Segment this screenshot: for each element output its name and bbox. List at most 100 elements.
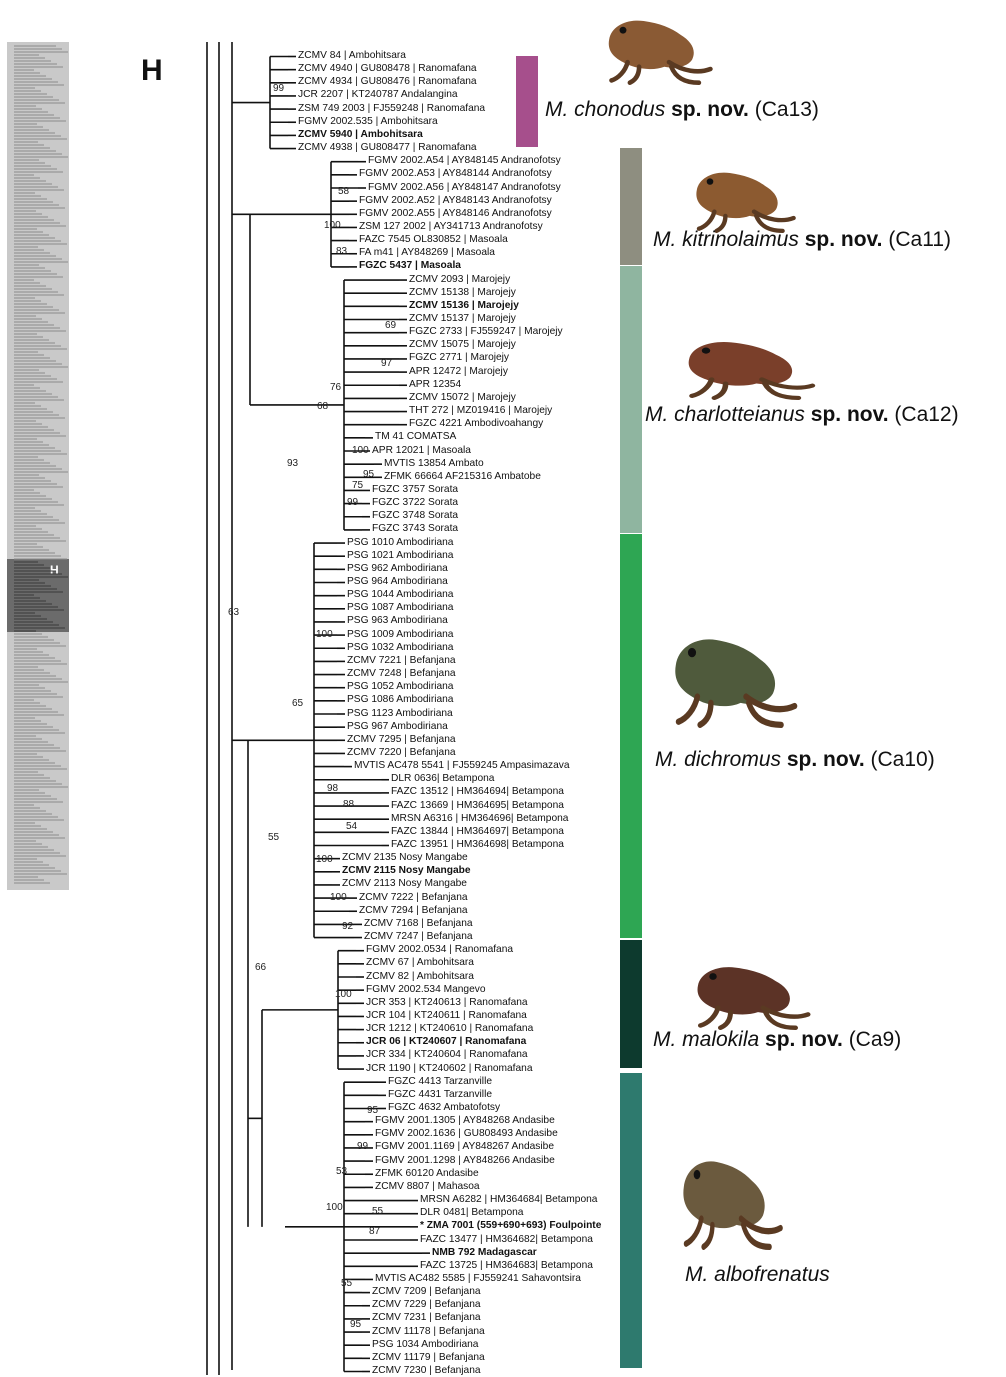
tip-label: FA m41 | AY848269 | Masoala bbox=[359, 247, 495, 259]
support-value: 100 bbox=[352, 445, 369, 456]
tip-label: ZCMV 7222 | Befanjana bbox=[359, 892, 468, 904]
support-value: 83 bbox=[336, 246, 347, 257]
support-value: 99 bbox=[357, 1141, 368, 1152]
clade-color-bar bbox=[620, 148, 642, 265]
species-label: M. albofrenatus bbox=[685, 1263, 830, 1287]
support-value: 55 bbox=[268, 832, 279, 843]
tip-label: FGMV 2002.A53 | AY848144 Andranofotsy bbox=[359, 168, 552, 180]
tip-label: ZCMV 7231 | Befanjana bbox=[372, 1312, 481, 1324]
tip-label: ZCMV 82 | Ambohitsara bbox=[366, 971, 474, 983]
tip-label: ZCMV 7247 | Befanjana bbox=[364, 931, 473, 943]
support-value: 65 bbox=[292, 698, 303, 709]
support-value: 66 bbox=[255, 962, 266, 973]
tip-label: DLR 0481| Betampona bbox=[420, 1207, 523, 1219]
frog-photo-icon bbox=[683, 1161, 780, 1246]
species-name: M. dichromus bbox=[655, 748, 781, 771]
tip-label: PSG 1010 Ambodiriana bbox=[347, 537, 453, 549]
tip-label: PSG 1087 Ambodiriana bbox=[347, 602, 453, 614]
tip-label: JCR 1190 | KT240602 | Ranomafana bbox=[366, 1063, 533, 1075]
species-name: M. charlotteianus bbox=[645, 403, 805, 426]
support-value: 95 bbox=[350, 1319, 361, 1330]
tip-label: FAZC 13477 | HM364682| Betampona bbox=[420, 1234, 593, 1246]
species-nov-marker: sp. nov. bbox=[811, 403, 889, 426]
tip-label: ZCMV 7168 | Befanjana bbox=[364, 918, 473, 930]
tip-label: ZCMV 2135 Nosy Mangabe bbox=[342, 852, 468, 864]
tip-label: ZCMV 15072 | Marojejy bbox=[409, 392, 516, 404]
support-value: 68 bbox=[317, 401, 328, 412]
tip-label: ZCMV 2113 Nosy Mangabe bbox=[342, 878, 467, 890]
tip-label: ZCMV 5940 | Ambohitsara bbox=[298, 129, 423, 141]
species-name: M. malokila bbox=[653, 1028, 759, 1051]
tip-label: DLR 0636| Betampona bbox=[391, 773, 494, 785]
tip-label: FAZC 13669 | HM364695| Betampona bbox=[391, 800, 564, 812]
tip-label: MVTIS AC482 5585 | FJ559241 Sahavontsira bbox=[375, 1273, 581, 1285]
tip-label: ZCMV 15138 | Marojejy bbox=[409, 287, 516, 299]
tip-label: FGMV 2002.A54 | AY848145 Andranofotsy bbox=[368, 155, 561, 167]
tip-label: FAZC 13512 | HM364694| Betampona bbox=[391, 786, 564, 798]
tip-label: FGZC 4221 Ambodivoahangy bbox=[409, 418, 543, 430]
tip-label: ZCMV 4938 | GU808477 | Ranomafana bbox=[298, 142, 477, 154]
clade-color-bar bbox=[620, 534, 642, 938]
tip-label: ZCMV 7248 | Befanjana bbox=[347, 668, 456, 680]
tip-label: FGMV 2002.A56 | AY848147 Andranofotsy bbox=[368, 182, 561, 194]
tip-label: FGMV 2002.0534 | Ranomafana bbox=[366, 944, 513, 956]
support-value: 99 bbox=[273, 83, 284, 94]
clade-color-bar bbox=[516, 56, 538, 147]
tip-label: APR 12021 | Masoala bbox=[372, 445, 471, 457]
tip-label: ZCMV 15136 | Marojejy bbox=[409, 300, 519, 312]
tip-label: JCR 334 | KT240604 | Ranomafana bbox=[366, 1049, 528, 1061]
support-value: 100 bbox=[316, 854, 333, 865]
tip-label: FGZC 5437 | Masoala bbox=[359, 260, 461, 272]
tip-label: PSG 1052 Ambodiriana bbox=[347, 681, 453, 693]
species-name: M. albofrenatus bbox=[685, 1263, 830, 1286]
tip-label: PSG 1044 Ambodiriana bbox=[347, 589, 453, 601]
species-label: M. malokila sp. nov. (Ca9) bbox=[653, 1028, 901, 1052]
species-nov-marker: sp. nov. bbox=[671, 98, 749, 121]
support-value: 55 bbox=[372, 1206, 383, 1217]
support-value: 95 bbox=[367, 1105, 378, 1116]
tip-label: JCR 2207 | KT240787 Andalangina bbox=[298, 89, 458, 101]
support-value: 93 bbox=[287, 458, 298, 469]
species-label: M. dichromus sp. nov. (Ca10) bbox=[655, 748, 935, 772]
clade-code: (Ca9) bbox=[849, 1028, 902, 1051]
clade-code: (Ca11) bbox=[888, 228, 951, 251]
tip-label: ZCMV 4934 | GU808476 | Ranomafana bbox=[298, 76, 477, 88]
tip-label: PSG 1086 Ambodiriana bbox=[347, 694, 453, 706]
species-name: M. chonodus bbox=[545, 98, 665, 121]
tip-label: ZCMV 11178 | Befanjana bbox=[372, 1326, 485, 1338]
tip-label: ZCMV 67 | Ambohitsara bbox=[366, 957, 474, 969]
tip-label: * ZMA 7001 (559+690+693) Foulpointe bbox=[420, 1220, 601, 1232]
tip-label: ZCMV 7295 | Befanjana bbox=[347, 734, 456, 746]
support-value: 87 bbox=[369, 1226, 380, 1237]
tip-label: FGMV 2001.1305 | AY848268 Andasibe bbox=[375, 1115, 555, 1127]
support-value: 97 bbox=[381, 358, 392, 369]
tip-label: PSG 1123 Ambodiriana bbox=[347, 708, 453, 720]
frog-photo-icon bbox=[675, 639, 794, 724]
tip-label: ZSM 749 2003 | FJ559248 | Ranomafana bbox=[298, 103, 485, 115]
tip-label: FGZC 2771 | Marojejy bbox=[409, 352, 509, 364]
tip-label: JCR 1212 | KT240610 | Ranomafana bbox=[366, 1023, 533, 1035]
clade-color-bar bbox=[620, 266, 642, 533]
support-value: 88 bbox=[343, 799, 354, 810]
tip-label: FGMV 2002.A52 | AY848143 Andranofotsy bbox=[359, 195, 552, 207]
support-value: 99 bbox=[347, 497, 358, 508]
clade-color-bar bbox=[620, 1073, 642, 1368]
support-value: 100 bbox=[324, 220, 341, 231]
tip-label: ZCMV 7209 | Befanjana bbox=[372, 1286, 481, 1298]
support-value: 92 bbox=[342, 921, 353, 932]
tip-label: FGZC 3722 Sorata bbox=[372, 497, 458, 509]
tip-label: MVTIS 13854 Ambato bbox=[384, 458, 484, 470]
frog-photo-icon bbox=[609, 21, 711, 83]
tip-label: ZSM 127 2002 | AY341713 Andranofotsy bbox=[359, 221, 543, 233]
tip-label: MVTIS AC478 5541 | FJ559245 Ampasimazava bbox=[354, 760, 570, 772]
species-nov-marker: sp. nov. bbox=[805, 228, 883, 251]
tip-label: THT 272 | MZ019416 | Marojejy bbox=[409, 405, 552, 417]
support-value: 75 bbox=[352, 480, 363, 491]
species-name: M. kitrinolaimus bbox=[653, 228, 799, 251]
tip-label: FGZC 3757 Sorata bbox=[372, 484, 458, 496]
tip-label: PSG 962 Ambodiriana bbox=[347, 563, 448, 575]
tip-label: FAZC 13951 | HM364698| Betampona bbox=[391, 839, 564, 851]
frog-photo-icon bbox=[689, 342, 813, 398]
tip-label: FAZC 13725 | HM364683| Betampona bbox=[420, 1260, 593, 1272]
frog-photo-icon bbox=[696, 173, 793, 231]
